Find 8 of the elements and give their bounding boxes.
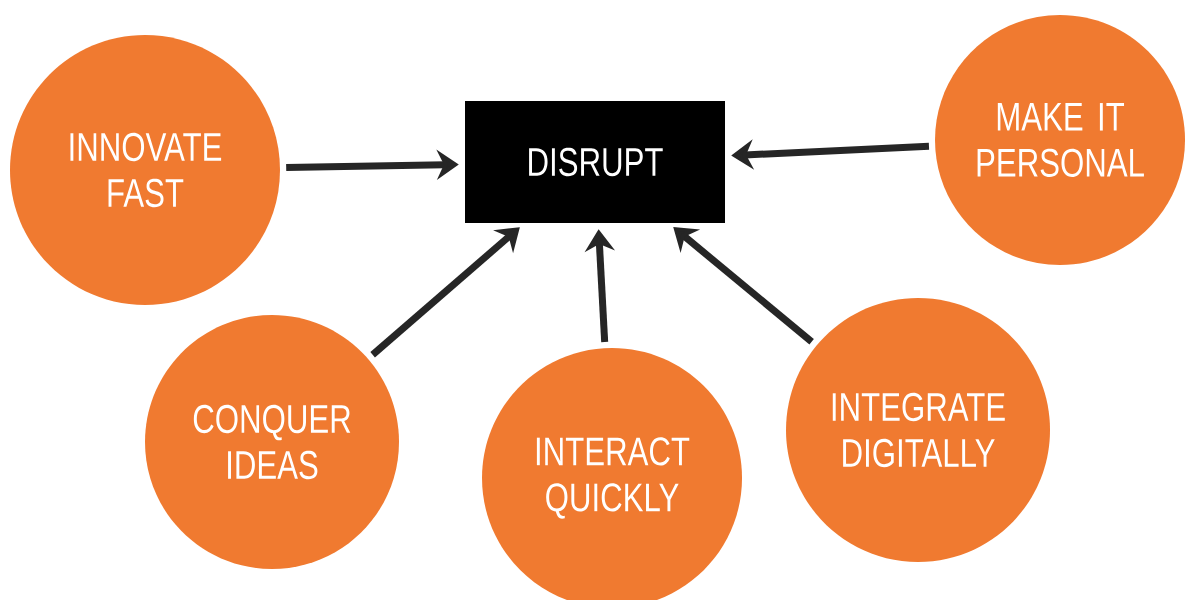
circle-label: MAKE IT PERSONAL bbox=[935, 15, 1185, 265]
arrow bbox=[673, 227, 814, 345]
circle-label: INNOVATE FAST bbox=[10, 35, 280, 305]
circle-label: CONQUER IDEAS bbox=[145, 315, 399, 569]
arrow bbox=[370, 227, 520, 358]
circle-label: INTERACT QUICKLY bbox=[482, 348, 742, 600]
label-box: DISRUPT bbox=[465, 101, 725, 223]
circle-label: INTEGRATE DIGITALLY bbox=[786, 298, 1050, 562]
